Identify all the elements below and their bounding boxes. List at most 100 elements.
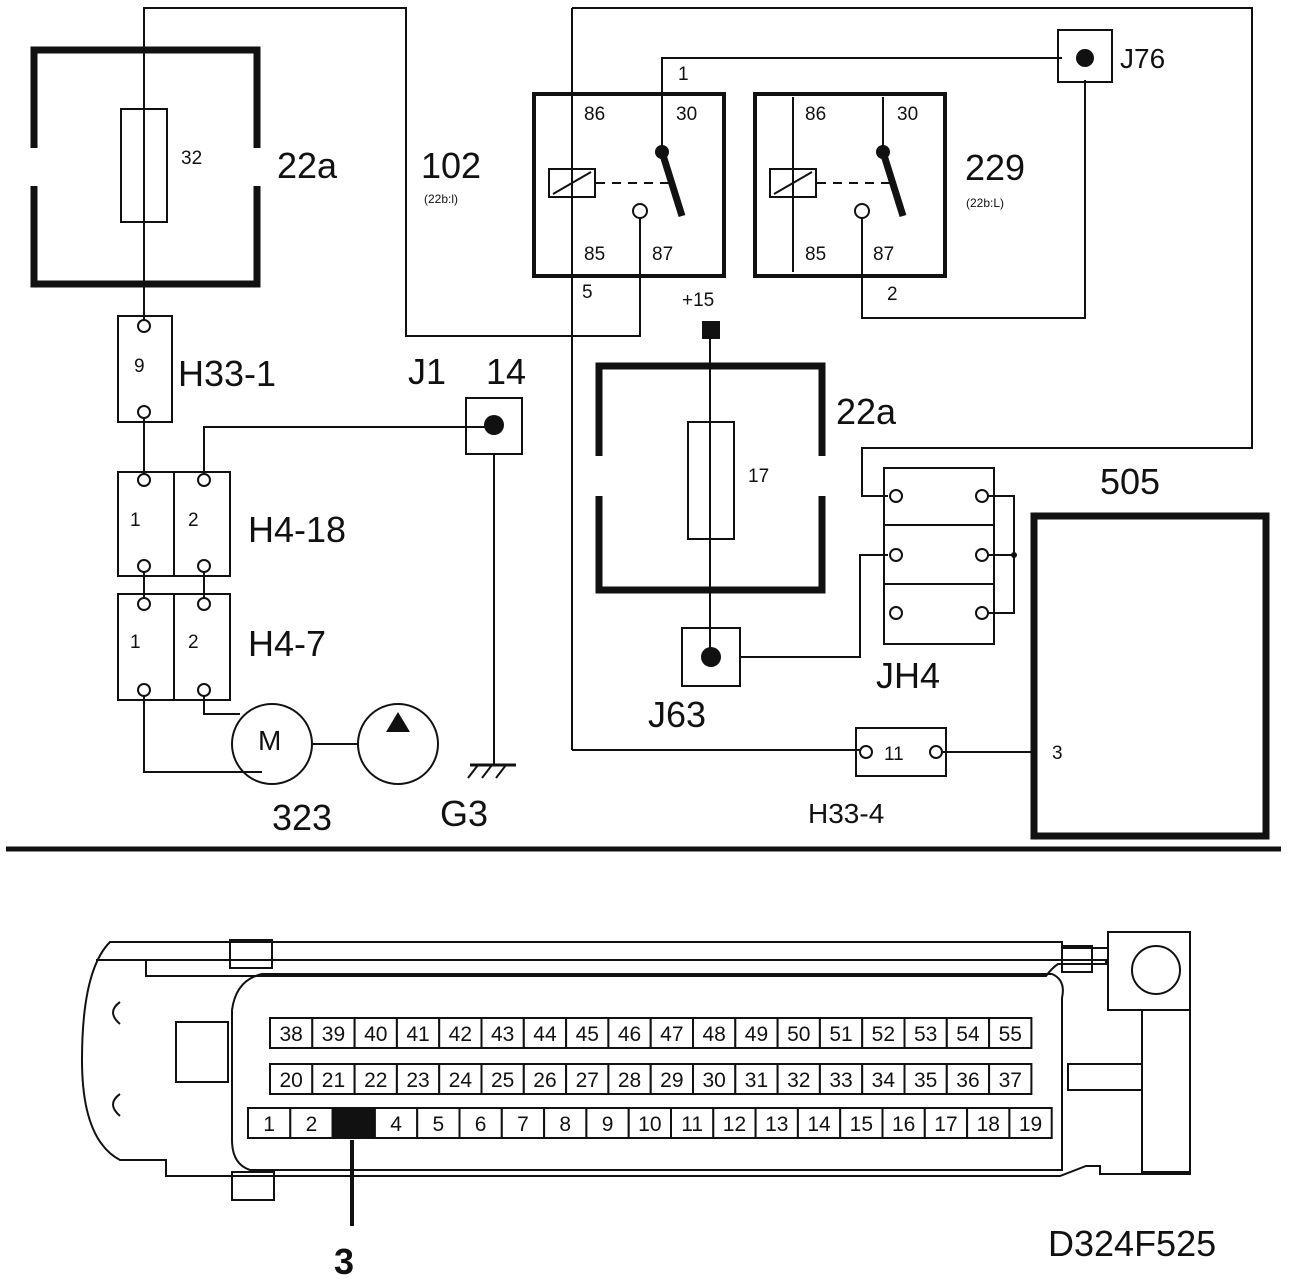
ecu-pin-9: 9 — [585, 1107, 630, 1139]
ecu-pin-label: 54 — [956, 1023, 980, 1046]
fuse-box-label: 22a — [277, 145, 338, 186]
ecu-pin-label: 38 — [279, 1023, 302, 1046]
ecu-pin-2: 2 — [289, 1107, 334, 1139]
ecu-pin-label: 8 — [559, 1113, 571, 1136]
ecu-pin-label: 42 — [449, 1023, 472, 1046]
ecu-pin-label: 2 — [306, 1113, 318, 1136]
ecu-pin-label: 52 — [872, 1023, 895, 1046]
ecu-pin-label: 49 — [745, 1023, 768, 1046]
ecu-pin-label: 23 — [406, 1069, 429, 1092]
motor-323: M — [231, 703, 439, 785]
ecu-pin-50: 50 — [776, 1017, 821, 1049]
connector-h4-18-label: H4-18 — [248, 509, 346, 550]
ecu-pin-label: 48 — [702, 1023, 725, 1046]
relay-229-contact — [879, 150, 907, 218]
ecu-pin-label: 53 — [914, 1023, 937, 1046]
ecu-pin-24: 24 — [438, 1063, 483, 1095]
supply-terminal — [702, 321, 720, 339]
connector-h33-1-label: H33-1 — [178, 353, 276, 394]
ecu-pin-3 — [331, 1107, 376, 1139]
ecu-pin-label: 35 — [914, 1069, 937, 1092]
ecu-pin-label: 13 — [765, 1113, 788, 1136]
ecu-pin-49: 49 — [734, 1017, 779, 1049]
ecu-pin-55: 55 — [988, 1017, 1033, 1049]
relay-102-sublabel: (22b:l) — [424, 192, 458, 206]
ecu-pin-label: 9 — [602, 1113, 614, 1136]
ecu-pin-label: 28 — [618, 1069, 641, 1092]
ecu-pin-45: 45 — [565, 1017, 610, 1049]
ecu-pin-54: 54 — [945, 1017, 991, 1049]
ecu-label: 505 — [1100, 461, 1160, 502]
ecu-pin-39: 39 — [311, 1017, 356, 1049]
ecu-pin-label: 40 — [364, 1023, 387, 1046]
relay-229-label: 229 — [965, 147, 1025, 188]
relay-102-label: 102 — [421, 145, 481, 186]
ecu-pin-label: 55 — [999, 1023, 1022, 1046]
junction-j1-label: J1 — [408, 351, 446, 392]
fuse-box-mid: 17 22a — [595, 362, 897, 594]
ecu-pin-40: 40 — [353, 1017, 398, 1049]
connector-h4-7-label: H4-7 — [248, 623, 326, 664]
ecu-pin-label: 33 — [829, 1069, 852, 1092]
ecu-pin-label: 11 — [681, 1113, 703, 1136]
ecu-pin-28: 28 — [607, 1063, 652, 1095]
ecu-pin-8: 8 — [543, 1107, 588, 1139]
drawing-id: D324F525 — [1048, 1223, 1216, 1264]
ecu-pin-17: 17 — [923, 1107, 969, 1139]
connector-h4-18: 1 2 — [117, 471, 231, 577]
ecu-pin-10: 10 — [627, 1107, 673, 1139]
ecu-pin-52: 52 — [861, 1017, 906, 1049]
ecu-pin-47: 47 — [649, 1017, 695, 1049]
ecu-pin-1: 1 — [247, 1107, 292, 1139]
ecu-pin-label: 46 — [618, 1023, 641, 1046]
ecu-pin-29: 29 — [649, 1063, 695, 1095]
fuse-number: 32 — [181, 148, 202, 169]
ecu-pin-label: 14 — [807, 1113, 831, 1136]
relay-229-pin-85: 85 — [805, 244, 826, 265]
ecu-pin-20: 20 — [269, 1063, 314, 1095]
ecu-pin-53: 53 — [903, 1017, 948, 1049]
ecu-pin-14: 14 — [796, 1107, 842, 1139]
ecu-pin-26: 26 — [522, 1063, 568, 1095]
fuse-box-mid-label: 22a — [836, 391, 897, 432]
wire-102-87 — [143, 7, 641, 337]
relay-102-pin-87: 87 — [652, 244, 673, 265]
ecu-pin-label: 12 — [723, 1113, 746, 1136]
h4-7-pin-2: 2 — [188, 632, 199, 653]
supply-label: +15 — [682, 290, 714, 311]
ecu-pin-label: 5 — [433, 1113, 445, 1136]
relay-229-coil — [769, 168, 817, 198]
ecu-pin-label: 29 — [660, 1069, 683, 1092]
ecu-pin-label: 6 — [475, 1113, 487, 1136]
ecu-pin-label: 19 — [1019, 1113, 1042, 1136]
ecu-pin-label: 1 — [263, 1113, 275, 1136]
wire-number-2: 2 — [887, 284, 898, 305]
ecu-pin-label: 4 — [390, 1113, 402, 1136]
callout-label: 3 — [334, 1241, 354, 1282]
relay-229-pin-30: 30 — [897, 104, 918, 125]
ecu-pin-6: 6 — [458, 1107, 503, 1139]
ecu-pin-label: 47 — [660, 1023, 683, 1046]
ecu-pin-label: 22 — [364, 1069, 387, 1092]
ecu-pin-25: 25 — [480, 1063, 525, 1095]
ecu-pin-31: 31 — [734, 1063, 779, 1095]
relay-102-pin-85: 85 — [584, 244, 605, 265]
ecu-pin-label: 31 — [745, 1069, 768, 1092]
relay-229: 86 30 85 87 — [753, 92, 947, 278]
ecu-pin-12: 12 — [712, 1107, 757, 1139]
ecu-pin-30: 30 — [692, 1063, 737, 1095]
ecu-pin-label: 44 — [533, 1023, 557, 1046]
relay-229-sublabel: (22b:L) — [966, 196, 1004, 210]
fuse-box-top: 32 22a — [30, 46, 338, 288]
ecu-pin-label: 24 — [449, 1069, 473, 1092]
connector-h33-1: 9 — [117, 315, 173, 423]
h4-7-pin-1: 1 — [130, 632, 141, 653]
junction-jh4-label: JH4 — [876, 655, 940, 696]
h4-18-pin-2: 2 — [188, 510, 199, 531]
relay-102-contact — [658, 150, 686, 218]
ecu-pin-23: 23 — [395, 1063, 441, 1095]
ground-g3 — [467, 763, 516, 779]
